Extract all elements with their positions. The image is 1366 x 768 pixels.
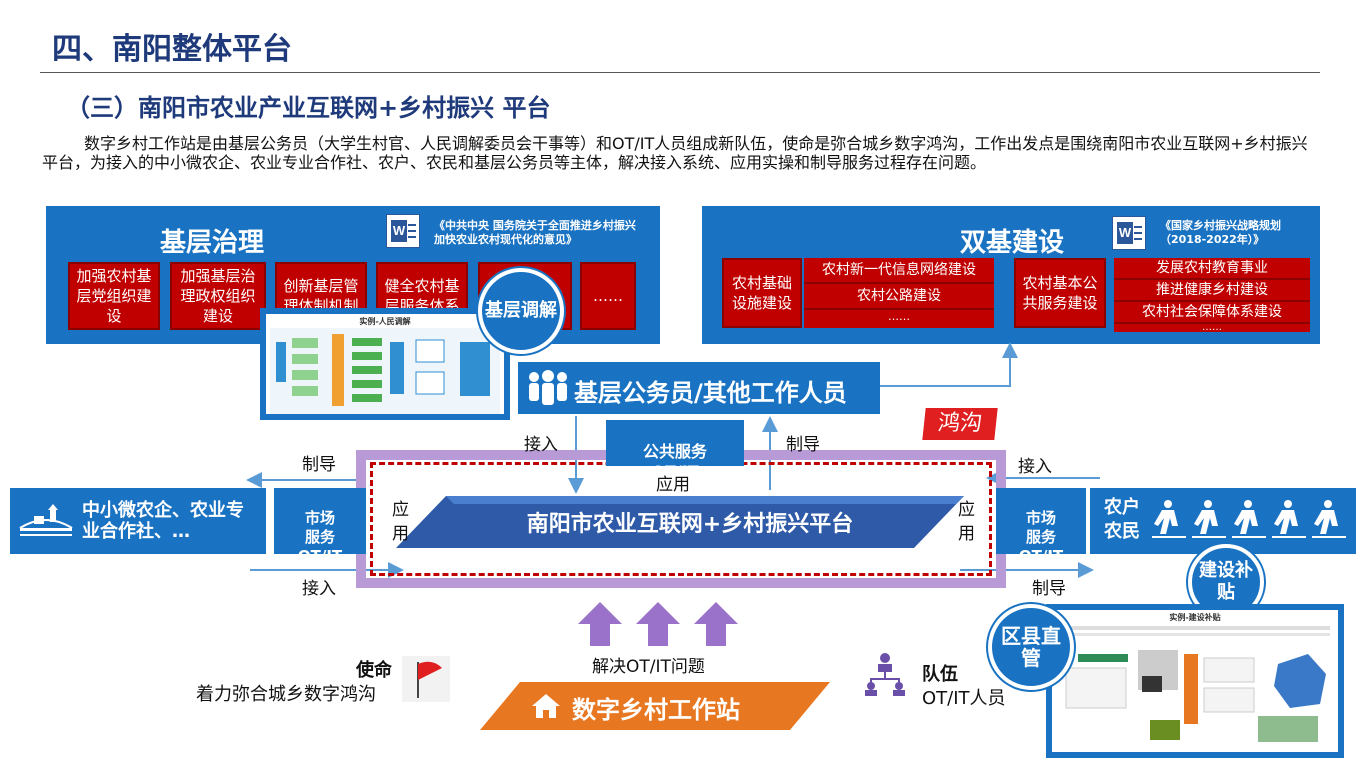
left-apply-label: 应 用	[392, 500, 409, 544]
top-apply-label: 应用	[656, 475, 690, 495]
governance-policy-doc: 《中共中央 国务院关于全面推进乡村振兴加快农业农村现代化的意见》	[434, 219, 636, 246]
right-access-label: 接入	[1018, 457, 1052, 477]
platform-banner-shape	[396, 496, 964, 548]
team-hierarchy-icon	[865, 653, 905, 696]
officials-label: 基层公务员/其他工作人员	[574, 379, 847, 407]
infrastructure-items: 农村新一代信息网络建设 农村公路建设 ……	[804, 258, 994, 328]
left-market-label: 市场 服务 OT/IT	[297, 509, 343, 565]
public-service-items: 发展农村教育事业 推进健康乡村建设 农村社会保障体系建设 ……	[1114, 258, 1310, 333]
dual-base-policy-doc: 《国家乡村振兴战略规划（2018-2022年）》	[1160, 219, 1281, 246]
title-divider	[40, 72, 1320, 73]
team-title: 队伍	[922, 664, 958, 685]
governance-title: 基层治理	[160, 228, 265, 258]
top-access-label: 接入	[524, 435, 558, 455]
public-service-box: 公共服务 OT/IT	[606, 420, 744, 481]
gap-label: 鸿沟	[922, 408, 998, 440]
public-service-item-more: ……	[1114, 323, 1310, 333]
infrastructure-item-1: 农村新一代信息网络建设	[804, 258, 994, 284]
mediation-screenshot-title: 实例-人民调解	[359, 317, 411, 326]
infrastructure-item-more: ……	[804, 310, 994, 324]
mediation-example-screenshot: 实例-人民调解	[260, 308, 510, 420]
word-doc-icon: W	[386, 214, 420, 248]
farm-icon	[19, 504, 73, 536]
flag-icon	[402, 656, 450, 702]
right-guide-label: 制导	[1032, 579, 1066, 599]
mission-title: 使命	[356, 660, 392, 681]
right-market-label: 市场 服务 OT/IT	[1018, 509, 1064, 565]
farmers-figures-icon	[1152, 500, 1346, 538]
intro-paragraph: 数字乡村工作站是由基层公务员（大学生村官、人民调解委员会干事等）和OT/IT人员…	[42, 134, 1308, 172]
section-subtitle: （三）南阳市农业产业互联网+乡村振兴 平台	[66, 94, 551, 122]
station-banner-shape	[480, 682, 830, 730]
page-title: 四、南阳整体平台	[52, 32, 292, 67]
people-icon	[529, 370, 567, 405]
right-market-box: 市场 服务 OT/IT	[996, 488, 1086, 565]
public-service-item-1: 发展农村教育事业	[1114, 258, 1310, 280]
district-circle: 区县直管	[988, 604, 1074, 690]
top-guide-label: 制导	[786, 435, 820, 455]
mission-text: 着力弥合城乡数字鸿沟	[196, 684, 376, 705]
word-doc-icon: W	[1112, 216, 1146, 250]
governance-item-1: 加强农村基层党组织建设	[68, 262, 160, 330]
team-text: OT/IT人员	[922, 688, 1006, 709]
infrastructure-label: 农村基础设施建设	[722, 258, 802, 328]
public-service-box-label: 公共服务 OT/IT	[642, 442, 707, 481]
infrastructure-item-2: 农村公路建设	[804, 284, 994, 310]
governance-item-more: ……	[580, 262, 636, 330]
solve-label: 解决OT/IT问题	[592, 657, 705, 677]
mediation-circle: 基层调解	[478, 268, 564, 354]
left-guide-label: 制导	[302, 455, 336, 475]
upward-arrows-icon	[578, 602, 738, 646]
subsidy-screenshot-title: 实例-建设补贴	[1169, 613, 1221, 622]
subsidy-content-graphic	[1058, 624, 1334, 748]
public-service-item-3: 农村社会保障体系建设	[1114, 302, 1310, 324]
public-service-label: 农村基本公共服务建设	[1014, 258, 1106, 328]
left-access-label: 接入	[302, 579, 336, 599]
subsidy-example-screenshot: 实例-建设补贴	[1046, 604, 1344, 758]
farmers-label: 农户 农民	[1104, 497, 1140, 542]
farmers-box: 农户 农民	[1090, 488, 1356, 554]
governance-item-2: 加强基层治理政权组织建设	[170, 262, 266, 330]
enterprise-label: 中小微农企、农业专业合作社、…	[82, 500, 244, 542]
mediation-flowchart-graphic	[270, 328, 500, 414]
station-label: 数字乡村工作站	[572, 696, 740, 724]
right-apply-label: 应 用	[958, 500, 975, 544]
dual-base-title: 双基建设	[960, 228, 1065, 258]
officials-bar: 基层公务员/其他工作人员	[518, 362, 880, 414]
platform-label: 南阳市农业互联网+乡村振兴平台	[526, 512, 854, 537]
enterprise-box: 中小微农企、农业专业合作社、…	[10, 488, 266, 554]
public-service-item-2: 推进健康乡村建设	[1114, 280, 1310, 302]
home-icon	[532, 694, 560, 718]
left-market-box: 市场 服务 OT/IT	[274, 488, 366, 565]
